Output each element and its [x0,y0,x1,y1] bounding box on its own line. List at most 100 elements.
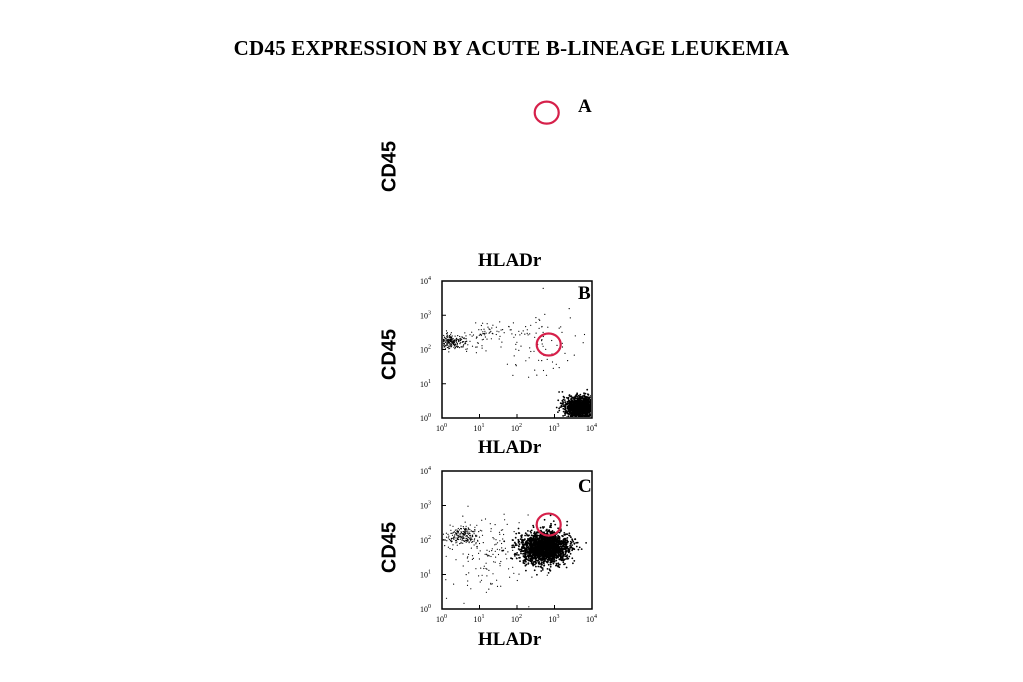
data-point [508,568,510,570]
data-point [594,414,596,416]
data-point [576,541,579,544]
data-point [482,331,484,333]
data-point [439,339,440,340]
data-point [454,536,456,538]
data-point [548,553,550,555]
data-point [469,334,471,336]
data-point [473,540,475,542]
data-point [469,528,471,531]
data-point [590,404,591,407]
data-point [595,418,597,420]
data-point [561,342,563,344]
data-point [467,539,469,541]
data-point [594,406,596,408]
data-point [558,531,561,534]
data-point [596,402,598,404]
data-point [530,551,533,554]
data-point [469,340,471,342]
highlight-circle [535,512,562,537]
data-point [466,530,468,532]
data-point [531,576,533,578]
data-point [513,542,515,544]
data-point [552,562,555,565]
data-point [451,335,453,337]
data-point [474,529,476,531]
data-point [550,522,552,525]
data-point [443,539,444,541]
data-point [587,420,589,422]
data-point [451,532,453,534]
data-point [576,392,578,395]
data-cluster [445,505,548,608]
data-point [438,338,439,339]
data-point [593,408,595,410]
data-point [536,554,539,557]
data-point [532,557,535,560]
data-point [566,401,569,403]
data-cluster [506,287,586,378]
data-point [532,524,534,527]
data-point [471,541,473,543]
data-point [578,406,580,409]
data-point [478,575,480,577]
data-point [531,546,534,548]
data-point [595,402,597,404]
data-point [561,556,563,559]
data-point [496,548,498,550]
data-point [515,544,518,547]
data-point [466,532,468,534]
data-point [538,539,541,542]
data-point [593,408,595,410]
data-point [586,388,589,391]
data-point [541,543,544,546]
data-point [584,392,587,395]
data-point [495,539,497,541]
data-point [490,582,492,584]
data-point [475,542,477,544]
data-point [557,565,559,568]
data-point [489,523,491,525]
data-point [447,334,449,336]
data-point [543,542,546,544]
data-point [499,540,501,542]
data-point [544,547,547,550]
data-point [437,348,438,349]
data-point [466,531,468,533]
data-point [509,329,511,331]
data-point [590,396,591,398]
data-point [480,567,482,569]
data-point [467,344,469,346]
data-point [561,331,563,333]
data-point [588,396,591,399]
data-point [519,538,522,540]
data-point [553,557,555,560]
data-point [567,360,569,362]
data-point [569,540,572,543]
data-point [527,514,529,516]
data-point [529,530,532,533]
data-point [598,406,600,408]
data-point [561,548,564,550]
data-point [594,409,596,411]
data-point [590,394,591,397]
data-point [584,398,587,401]
x-tick-label: 104 [586,423,597,433]
data-point [433,346,434,347]
data-point [465,529,467,531]
data-point [443,345,444,347]
data-point [562,403,564,406]
data-point [569,405,572,407]
data-point [508,325,510,328]
data-point [544,539,547,542]
data-point [454,335,456,337]
data-point [455,559,457,561]
data-point [488,328,490,330]
data-point [562,395,565,398]
data-point [539,526,542,529]
data-point [475,346,477,348]
data-point [575,401,578,404]
data-point [529,347,531,349]
data-point [571,547,574,549]
data-point [568,405,570,408]
